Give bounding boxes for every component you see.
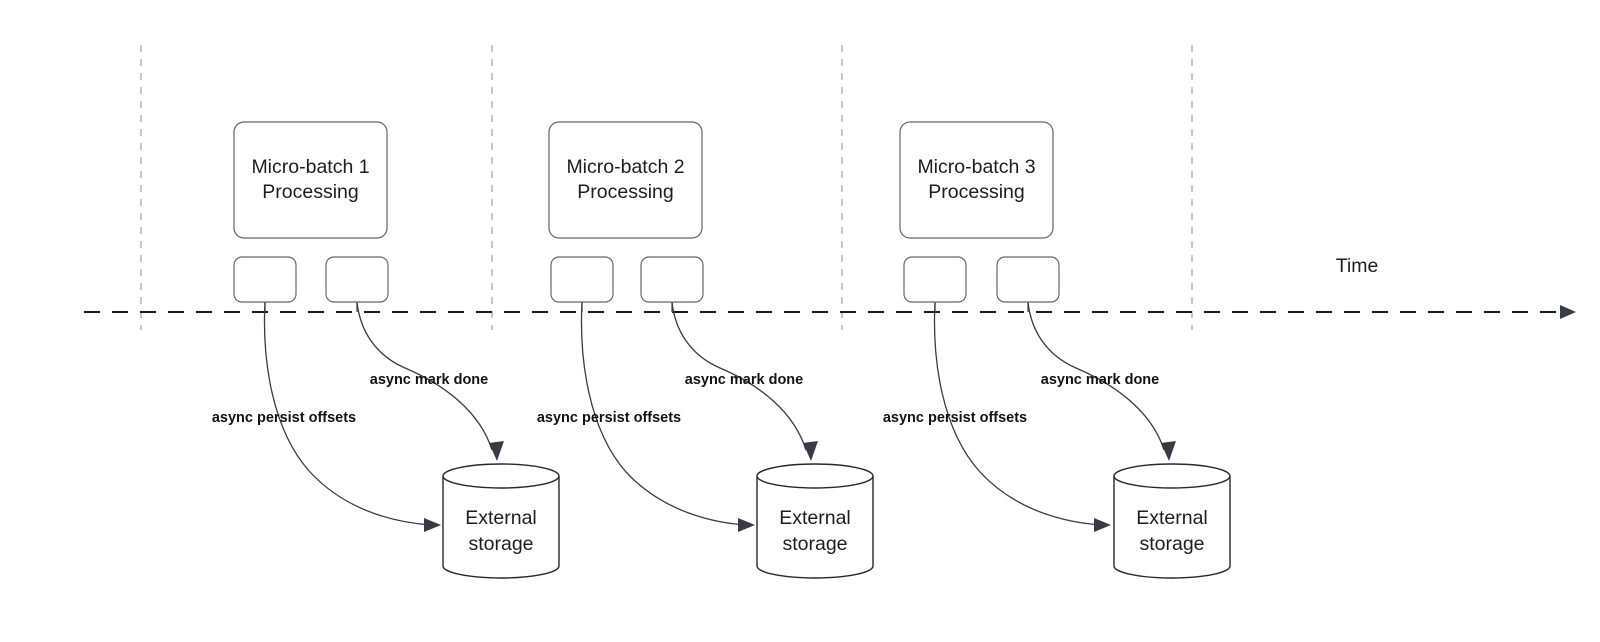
- batch-3-async-mark-done-edge: [1027, 301, 1165, 451]
- batch-1-storage-cylinder-top: [442, 463, 560, 489]
- batch-1-async-persist-offsets-edge-label: async persist offsets: [212, 410, 356, 426]
- batch-2-async-persist-offsets-edge-label: async persist offsets: [537, 410, 681, 426]
- batch-1-storage-cylinder-body[interactable]: [442, 476, 560, 579]
- batch-2-async-mark-done-edge-arrowhead: [803, 441, 818, 461]
- batch-3-markdone-task-box[interactable]: [996, 256, 1060, 303]
- batch-3-storage-cylinder-body[interactable]: [1113, 476, 1231, 579]
- time-axis-arrowhead: [1560, 305, 1576, 319]
- batch-2-storage-cylinder-top: [756, 463, 874, 489]
- batch-3-async-persist-offsets-edge: [933, 301, 1103, 526]
- batch-1-async-persist-offsets-edge-arrowhead: [424, 518, 441, 532]
- batch-1-persist-task-box[interactable]: [233, 256, 297, 303]
- diagram-shapes: [233, 121, 1231, 579]
- batch-3-persist-task-box[interactable]: [903, 256, 967, 303]
- batch-2-async-mark-done-edge-label: async mark done: [685, 372, 803, 388]
- batch-3-async-mark-done-edge-arrowhead: [1161, 441, 1176, 461]
- batch-3-async-persist-offsets-edge-label: async persist offsets: [883, 410, 1027, 426]
- batch-2-persist-task-box[interactable]: [550, 256, 614, 303]
- batch-2-storage-cylinder-body[interactable]: [756, 476, 874, 579]
- batch-1-async-persist-offsets-edge: [263, 301, 433, 526]
- batch-3-async-persist-offsets-edge-arrowhead: [1094, 518, 1111, 532]
- batch-3-storage-cylinder-top: [1113, 463, 1231, 489]
- batch-1-storage-label-line1: External: [465, 507, 537, 529]
- batch-1-processing-box[interactable]: [233, 121, 388, 239]
- batch-1-storage-label-line2: storage: [468, 533, 533, 555]
- batch-3-label-line1: Micro-batch 3: [917, 156, 1035, 178]
- time-axis: [84, 305, 1576, 319]
- time-axis-label: Time: [1336, 255, 1379, 277]
- batch-1-markdone-task-box[interactable]: [325, 256, 389, 303]
- batch-2-async-persist-offsets-edge-arrowhead: [738, 518, 755, 532]
- batch-1-async-mark-done-edge-label: async mark done: [370, 372, 488, 388]
- batch-2-storage-label-line1: External: [779, 507, 851, 529]
- batch-1-async-mark-done-edge-arrowhead: [489, 441, 504, 461]
- timeline-boundary-guides: [140, 45, 1193, 330]
- batch-2-label-line1: Micro-batch 2: [566, 156, 684, 178]
- batch-2-label-line2: Processing: [577, 181, 673, 203]
- async-edges: [263, 301, 1176, 532]
- batch-1-async-mark-done-edge: [356, 301, 493, 451]
- batch-2-async-persist-offsets-edge: [580, 301, 747, 526]
- batch-2-storage-label-line2: storage: [782, 533, 847, 555]
- batch-3-processing-box[interactable]: [899, 121, 1054, 239]
- batch-1-label-line2: Processing: [262, 181, 358, 203]
- batch-3-async-mark-done-edge-label: async mark done: [1041, 372, 1159, 388]
- batch-3-label-line2: Processing: [928, 181, 1024, 203]
- batch-2-processing-box[interactable]: [548, 121, 703, 239]
- batch-2-markdone-task-box[interactable]: [640, 256, 704, 303]
- batch-3-storage-label-line2: storage: [1139, 533, 1204, 555]
- batch-1-label-line1: Micro-batch 1: [251, 156, 369, 178]
- batch-2-async-mark-done-edge: [671, 301, 807, 451]
- batch-3-storage-label-line1: External: [1136, 507, 1208, 529]
